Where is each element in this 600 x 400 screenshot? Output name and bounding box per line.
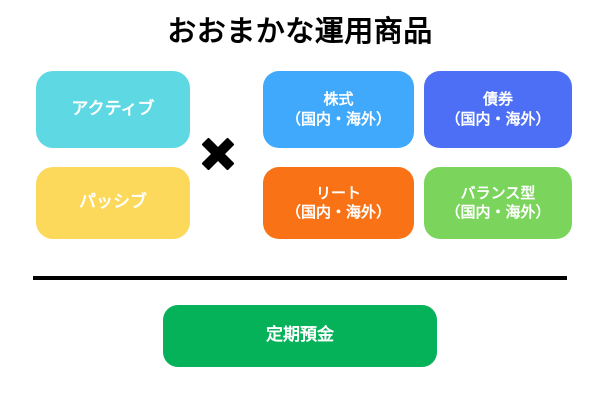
- asset-class-reit-box[interactable]: リート （国内・海外）: [263, 167, 414, 239]
- asset-class-stock-sublabel: （国内・海外）: [285, 109, 391, 128]
- asset-class-balanced-sublabel: （国内・海外）: [445, 203, 551, 221]
- asset-class-balanced-label: バランス型: [460, 183, 536, 202]
- management-style-active-label: アクティブ: [71, 98, 155, 119]
- asset-class-reit-sublabel: （国内・海外）: [285, 203, 391, 221]
- asset-class-reit-label: リート: [315, 183, 361, 202]
- time-deposit-label: 定期預金: [266, 325, 334, 346]
- asset-class-bond-label: 債券: [482, 90, 513, 109]
- asset-class-stock-box[interactable]: 株式 （国内・海外）: [263, 71, 414, 148]
- page-title: おおまかな運用商品: [167, 14, 433, 48]
- management-style-passive-box[interactable]: パッシブ: [36, 167, 190, 239]
- management-style-active-box[interactable]: アクティブ: [36, 71, 190, 148]
- asset-class-stock-label: 株式: [323, 90, 354, 109]
- asset-class-bond-box[interactable]: 債券 （国内・海外）: [424, 71, 572, 148]
- management-style-passive-label: パッシブ: [79, 192, 147, 213]
- time-deposit-box[interactable]: 定期預金: [163, 305, 437, 367]
- asset-class-balanced-box[interactable]: バランス型 （国内・海外）: [424, 167, 572, 239]
- section-divider: [33, 276, 567, 280]
- multiply-icon: [196, 132, 240, 176]
- asset-class-bond-sublabel: （国内・海外）: [445, 109, 551, 128]
